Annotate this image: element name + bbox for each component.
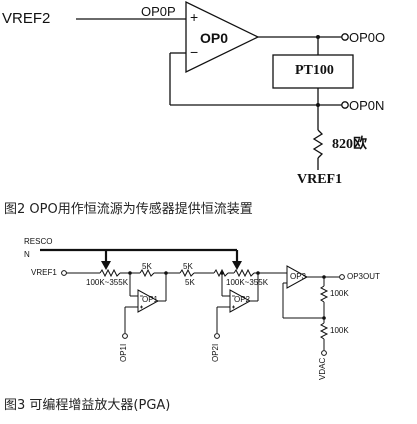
op2i-terminal [214, 333, 220, 339]
vref2-label: VREF2 [2, 10, 51, 27]
op0n-label: OP0N [349, 98, 385, 113]
r1-zigzag [99, 268, 121, 278]
vref1-terminal [61, 270, 67, 276]
vdac-label: VDAC [318, 357, 327, 380]
op1i-label: OP1I [119, 343, 128, 362]
resistor-820-zigzag [312, 129, 324, 159]
minus-sign: − [190, 44, 199, 60]
op0o-label: OP0O [349, 30, 386, 45]
node-op2-fb [220, 271, 224, 275]
r1-label: 100K~355K [86, 278, 129, 287]
rescon-arrow1-head [101, 261, 111, 270]
op2i-label: OP2I [211, 343, 220, 362]
op3-label: OP3 [290, 272, 307, 281]
resistor-820-label: 820欧 [332, 137, 367, 152]
figure2-caption: 图2 OPO用作恒流源为传感器提供恒流装置 [4, 202, 253, 217]
pt100-label: PT100 [295, 63, 334, 78]
rescon-arrow2-head [232, 261, 242, 270]
node-op1-out [164, 271, 168, 275]
r5-label: 100K~355K [226, 278, 269, 287]
op2-triangle [229, 289, 252, 313]
vdac-terminal [321, 350, 327, 356]
op3-triangle [286, 265, 309, 289]
r3-zigzag [179, 268, 195, 278]
vref1-bottom-label: VREF1 [297, 172, 343, 187]
op0n-terminal [341, 101, 349, 109]
pga-vref1-label: VREF1 [31, 268, 57, 277]
op1-triangle [137, 289, 160, 313]
r2-zigzag [139, 268, 155, 278]
op1-label: OP1 [142, 295, 159, 304]
r6-zigzag [319, 285, 329, 303]
r6-label: 100K [330, 289, 349, 298]
op0o-node [316, 35, 320, 39]
r4-label: 5K [185, 278, 195, 287]
r7-label: 100K [330, 326, 349, 335]
node-op1-fb [128, 271, 132, 275]
rescon-label-line1: RESCO [24, 237, 53, 246]
op0-label: OP0 [200, 30, 229, 46]
op3out-terminal [339, 274, 345, 280]
r3-label: 5K [183, 262, 193, 271]
op3out-label: OP3OUT [347, 272, 380, 281]
node-r6-r7 [322, 316, 326, 320]
pt100-box [272, 54, 354, 89]
op0o-terminal [341, 33, 349, 41]
op0n-node [316, 103, 320, 107]
rescon-label-line2: N [24, 250, 30, 259]
op0-triangle [185, 0, 260, 74]
node-op3-out [322, 275, 326, 279]
plus-sign: + [190, 9, 199, 25]
op0p-label: OP0P [141, 4, 176, 19]
r7-zigzag [319, 322, 329, 340]
op1i-terminal [122, 333, 128, 339]
r2-label: 5K [142, 262, 152, 271]
r5-zigzag [233, 268, 255, 278]
figure3-caption: 图3 可编程增益放大器(PGA) [4, 398, 171, 413]
op2-label: OP2 [234, 295, 251, 304]
node-op2-out [256, 271, 260, 275]
